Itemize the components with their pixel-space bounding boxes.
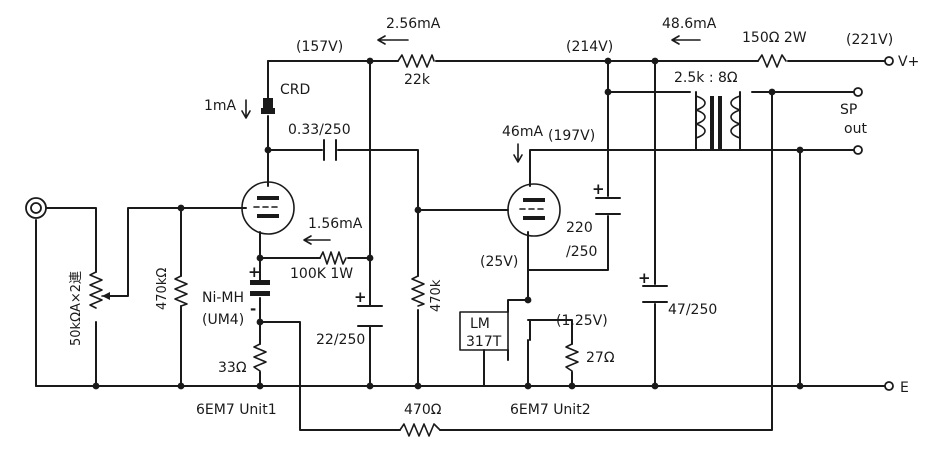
label-r27: 27Ω [586,350,615,366]
label-v157: (157V) [296,39,343,55]
nimh-battery: + - [248,263,270,318]
svg-text:+: + [354,288,367,306]
current-arrows [241,35,701,245]
label-crd: CRD [280,82,310,98]
resistor-150ohm [757,54,787,68]
label-lm2: 317T [466,334,502,350]
label-v25: (25V) [480,254,518,270]
label-v197: (197V) [548,128,595,144]
label-cap220a: 220 [566,220,593,236]
label-cap22: 22/250 [316,332,365,348]
label-earth: E [900,380,909,396]
tube-unit1 [241,181,295,235]
resistor-470kohm [174,275,188,307]
sp-terminal-top [853,87,863,97]
junction-dots [92,57,804,390]
wiring [35,60,886,431]
crd-diode [261,98,275,114]
resistor-100k [319,251,347,265]
label-v221: (221V) [846,32,893,48]
label-um4: (UM4) [202,312,244,328]
capacitor-47-250: + [638,269,668,303]
label-lm1: LM [470,316,490,332]
label-nimh: Ni-MH [202,290,244,306]
label-unit2: 6EM7 Unit2 [510,402,591,418]
label-unit1: 6EM7 Unit1 [196,402,277,418]
input-jack [25,197,47,219]
svg-text:+: + [638,269,651,287]
label-v214: (214V) [566,39,613,55]
earth-terminal [884,381,894,391]
resistor-33ohm [253,343,267,372]
label-r470k1: 470kΩ [155,268,170,310]
sp-terminal-bottom [853,145,863,155]
label-cap47: 47/250 [668,302,717,318]
label-trans: 2.5k : 8Ω [674,70,738,86]
label-sp: SP [840,102,857,118]
label-i156: 1.56mA [308,216,363,232]
label-r100k: 100K 1W [290,266,353,282]
label-i256: 2.56mA [386,16,441,32]
label-cap220b: /250 [566,244,597,260]
svg-text:-: - [250,300,256,318]
label-i46: 46mA [502,124,543,140]
tube-unit2 [507,183,561,237]
label-out: out [844,121,867,137]
label-vplus: V+ [898,54,919,70]
label-r470k2: 470k [429,279,444,312]
lm317-regulator [459,311,509,351]
capacitor-033 [323,139,337,161]
svg-text:+: + [592,180,605,198]
label-i486: 48.6mA [662,16,717,32]
capacitor-22-250: + [354,288,383,327]
label-cap033: 0.33/250 [288,122,351,138]
label-r150: 150Ω 2W [742,30,807,46]
output-transformer [695,95,741,150]
label-r470: 470Ω [404,402,442,418]
label-pot: 50kΩA×2連 [69,271,84,346]
labels: (157V) 2.56mA 22k (214V) 48.6mA 150Ω 2W … [69,16,919,418]
svg-text:+: + [248,263,261,281]
resistor-22k [397,54,435,68]
resistor-470ohm [399,423,441,437]
label-v125: (1.25V) [556,313,608,329]
resistor-27ohm [565,343,579,372]
vplus-terminal [884,56,894,66]
resistor-470k [411,275,425,307]
volume-potentiometer [89,271,119,309]
capacitor-220-250: + [592,180,621,215]
label-r22k: 22k [404,72,431,88]
label-r33: 33Ω [218,360,247,376]
label-i1: 1mA [204,98,237,114]
